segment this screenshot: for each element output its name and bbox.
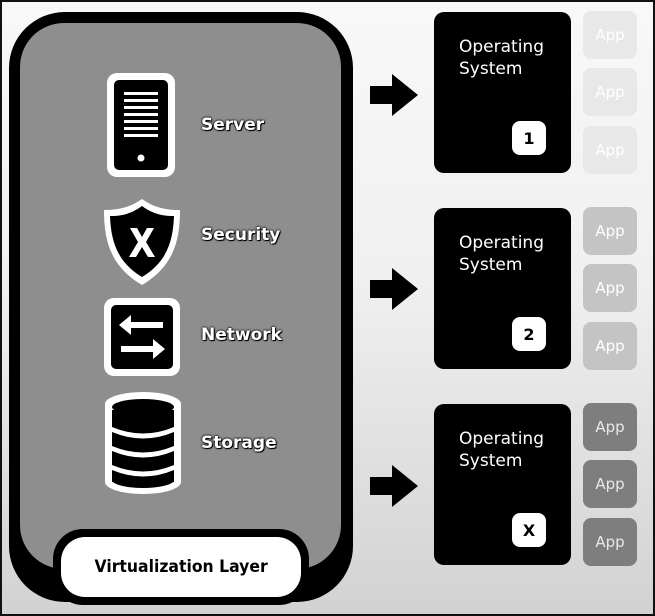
app-tile: App bbox=[583, 403, 637, 451]
app-tile: App bbox=[583, 264, 637, 312]
shield-icon bbox=[104, 199, 180, 285]
os-badge: 1 bbox=[512, 121, 546, 155]
virtualization-layer-label: Virtualization Layer bbox=[94, 557, 268, 577]
resource-label-network: Network bbox=[201, 325, 282, 345]
os-title: Operating System bbox=[459, 233, 544, 275]
network-arrows-icon bbox=[104, 298, 180, 376]
resource-label-security: Security bbox=[201, 225, 281, 245]
app-tile: App bbox=[583, 460, 637, 508]
resource-label-server: Server bbox=[201, 115, 265, 135]
virtualization-layer: Virtualization Layer bbox=[61, 537, 301, 597]
app-tile: App bbox=[583, 11, 637, 59]
arrow-right-icon bbox=[370, 268, 418, 310]
app-tile: App bbox=[583, 126, 637, 174]
app-tile: App bbox=[583, 322, 637, 370]
operating-system-1: Operating System 1 bbox=[434, 12, 571, 173]
app-tile: App bbox=[583, 518, 637, 566]
os-title: Operating System bbox=[459, 429, 544, 471]
arrow-right-icon bbox=[370, 74, 418, 116]
operating-system-x: Operating System X bbox=[434, 404, 571, 565]
app-tile: App bbox=[583, 207, 637, 255]
operating-system-2: Operating System 2 bbox=[434, 208, 571, 369]
server-icon bbox=[107, 73, 175, 177]
resource-label-storage: Storage bbox=[201, 433, 277, 453]
arrow-right-icon bbox=[370, 465, 418, 507]
database-icon bbox=[105, 392, 181, 494]
os-title: Operating System bbox=[459, 37, 544, 79]
app-tile: App bbox=[583, 68, 637, 116]
os-badge: X bbox=[512, 513, 546, 547]
os-badge: 2 bbox=[512, 317, 546, 351]
